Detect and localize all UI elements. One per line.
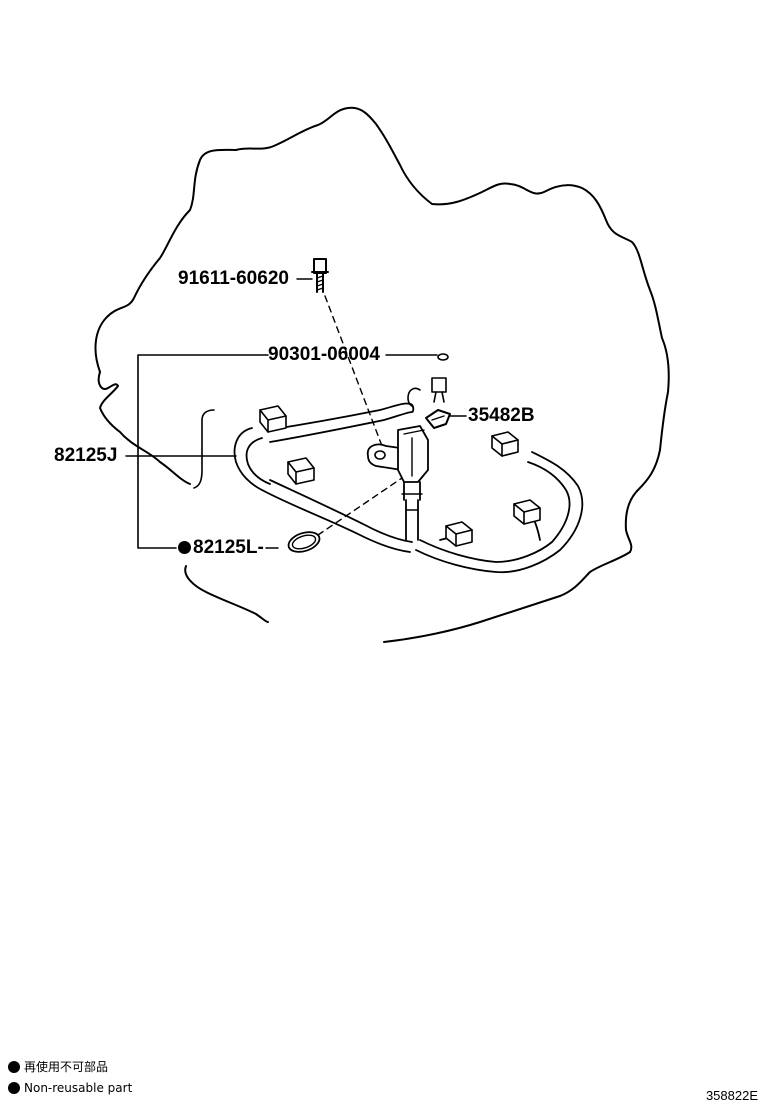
label-harness: 82125J xyxy=(54,445,118,466)
speed-sensor xyxy=(366,425,429,541)
transmission-case-bottom xyxy=(383,595,561,643)
connector-upper-left xyxy=(259,405,287,433)
illustration-ref-code: 358822E xyxy=(705,1088,758,1103)
bolt-dashed-guide xyxy=(324,295,383,447)
wire-harness xyxy=(233,402,584,574)
group-bracket xyxy=(137,354,269,549)
inner-bracket xyxy=(193,409,215,489)
legend-dot-icon xyxy=(8,1061,20,1073)
connector-right-upper xyxy=(491,431,519,457)
legend-japanese: 再使用不可部品 xyxy=(8,1061,108,1073)
label-sensor-text: 82125L- xyxy=(193,537,264,558)
sensor-dashed-guide xyxy=(317,477,403,536)
legend-en-text: Non-reusable part xyxy=(24,1081,133,1095)
oring-small xyxy=(437,353,449,361)
clip xyxy=(425,409,451,429)
non-reusable-marker xyxy=(178,541,191,554)
connector-right-lower xyxy=(513,499,541,525)
transmission-case-lower-left xyxy=(184,565,269,623)
upper-clip-connector xyxy=(407,377,447,407)
legend-dot-icon xyxy=(8,1082,20,1094)
transmission-case-outline xyxy=(94,106,670,553)
label-oring: 90301-06004 xyxy=(268,344,380,365)
label-bolt: 91611-60620 xyxy=(178,268,289,289)
sensor-oring xyxy=(287,531,321,553)
label-clip: 35482B xyxy=(468,405,535,426)
label-sensor: 82125L- xyxy=(178,538,264,557)
transmission-case-outline-lower-right xyxy=(559,551,631,597)
legend-english: Non-reusable part xyxy=(8,1082,132,1094)
legend-jp-text: 再使用不可部品 xyxy=(24,1060,109,1074)
connector-middle-left xyxy=(287,457,315,485)
transmission-case-left xyxy=(97,371,191,485)
connector-lower-middle xyxy=(445,521,473,547)
bolt xyxy=(311,258,329,293)
